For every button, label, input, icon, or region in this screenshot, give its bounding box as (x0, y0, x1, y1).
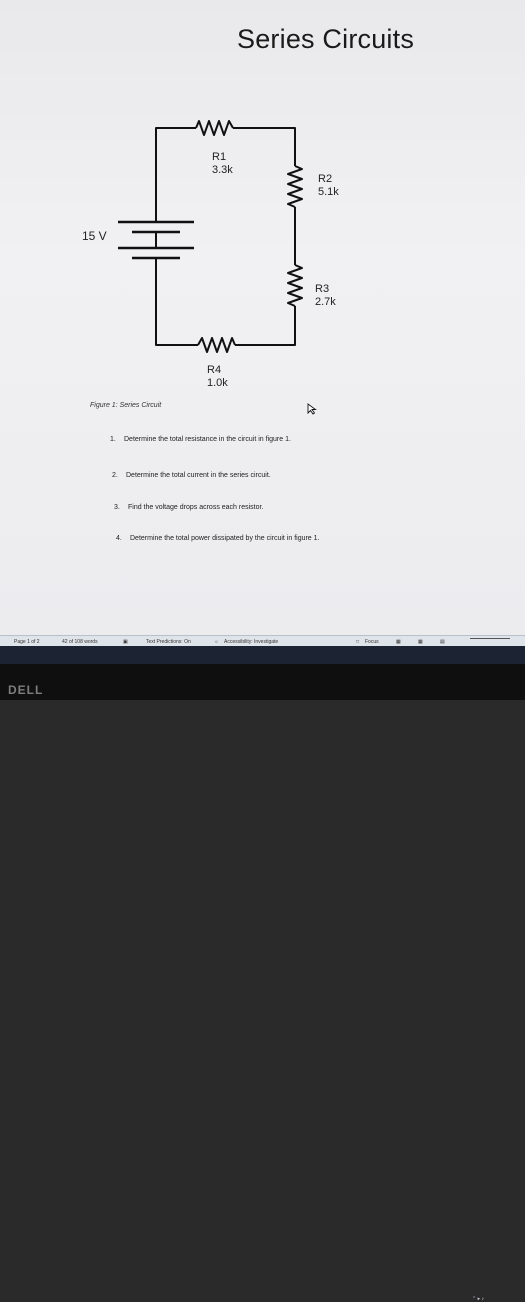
source-voltage-label: 15 V (82, 229, 107, 243)
word-status-bar: Page 1 of 2 42 of 108 words ▣ Text Predi… (0, 635, 525, 647)
r3-label: R3 2.7k (315, 283, 336, 309)
r4-value: 1.0k (207, 377, 228, 389)
monitor-bezel (0, 664, 525, 700)
series-circuit-diagram (118, 120, 303, 353)
tray-icons[interactable]: ⌃ ▸ ♪ (472, 1296, 484, 1302)
resistor-r4 (197, 337, 236, 353)
question-text: Find the voltage drops across each resis… (128, 504, 264, 511)
wire-right-bottom (235, 306, 296, 346)
wire-top-right (233, 127, 296, 166)
focus-button[interactable]: Focus (365, 639, 379, 645)
resistor-r3 (287, 264, 303, 307)
r3-name: R3 (315, 283, 330, 295)
read-mode-icon[interactable]: ▦ (396, 639, 401, 645)
r2-name: R2 (318, 173, 333, 185)
zoom-slider[interactable] (470, 638, 510, 639)
r2-label: R2 5.1k (318, 173, 339, 199)
question-item: 2. Determine the total current in the ser… (112, 472, 271, 479)
question-text: Determine the total resistance in the ci… (124, 436, 291, 443)
document-title: Series Circuits (237, 24, 415, 54)
question-number: 2. (112, 472, 118, 479)
taskbar: ⌃ ▸ ♪ (0, 646, 525, 1302)
question-number: 1. (110, 436, 116, 443)
page-count[interactable]: Page 1 of 2 (14, 639, 40, 645)
proofing-icon[interactable]: ▣ (123, 639, 128, 645)
question-text: Determine the total power dissipated by … (130, 535, 320, 542)
question-item: 4. Determine the total power dissipated b… (116, 535, 320, 542)
accessibility-icon: ☼ (214, 639, 219, 645)
r3-value: 2.7k (315, 296, 336, 308)
r1-name: R1 (212, 151, 227, 163)
resistor-r2 (287, 165, 303, 208)
question-text: Determine the total current in the serie… (126, 472, 271, 479)
figure-caption: Figure 1: Series Circuit (90, 402, 162, 409)
resistor-r1 (195, 120, 234, 136)
r4-name: R4 (207, 364, 222, 376)
word-count[interactable]: 42 of 108 words (62, 639, 98, 645)
print-layout-icon[interactable]: ▦ (418, 639, 423, 645)
text-predictions-status[interactable]: Text Predictions: On (146, 639, 191, 645)
r2-value: 5.1k (318, 186, 339, 198)
monitor-brand-logo: DELL (8, 683, 44, 697)
question-item: 3. Find the voltage drops across each res… (114, 504, 263, 511)
r4-label: R4 1.0k (207, 364, 228, 390)
mouse-cursor-icon (307, 403, 317, 415)
focus-icon: □ (356, 639, 360, 645)
wire-top (155, 127, 196, 222)
question-item: 1. Determine the total resistance in the … (110, 436, 291, 443)
r1-value: 3.3k (212, 164, 233, 176)
r1-label: R1 3.3k (212, 151, 233, 177)
document-page: Series Circuits 15 V R1 3.3k R2 5.1k (0, 0, 525, 635)
question-number: 3. (114, 504, 120, 511)
wire-bottom-left (155, 258, 198, 346)
accessibility-status[interactable]: Accessibility: Investigate (224, 639, 279, 645)
web-layout-icon[interactable]: ▤ (440, 639, 445, 645)
question-number: 4. (116, 535, 122, 542)
